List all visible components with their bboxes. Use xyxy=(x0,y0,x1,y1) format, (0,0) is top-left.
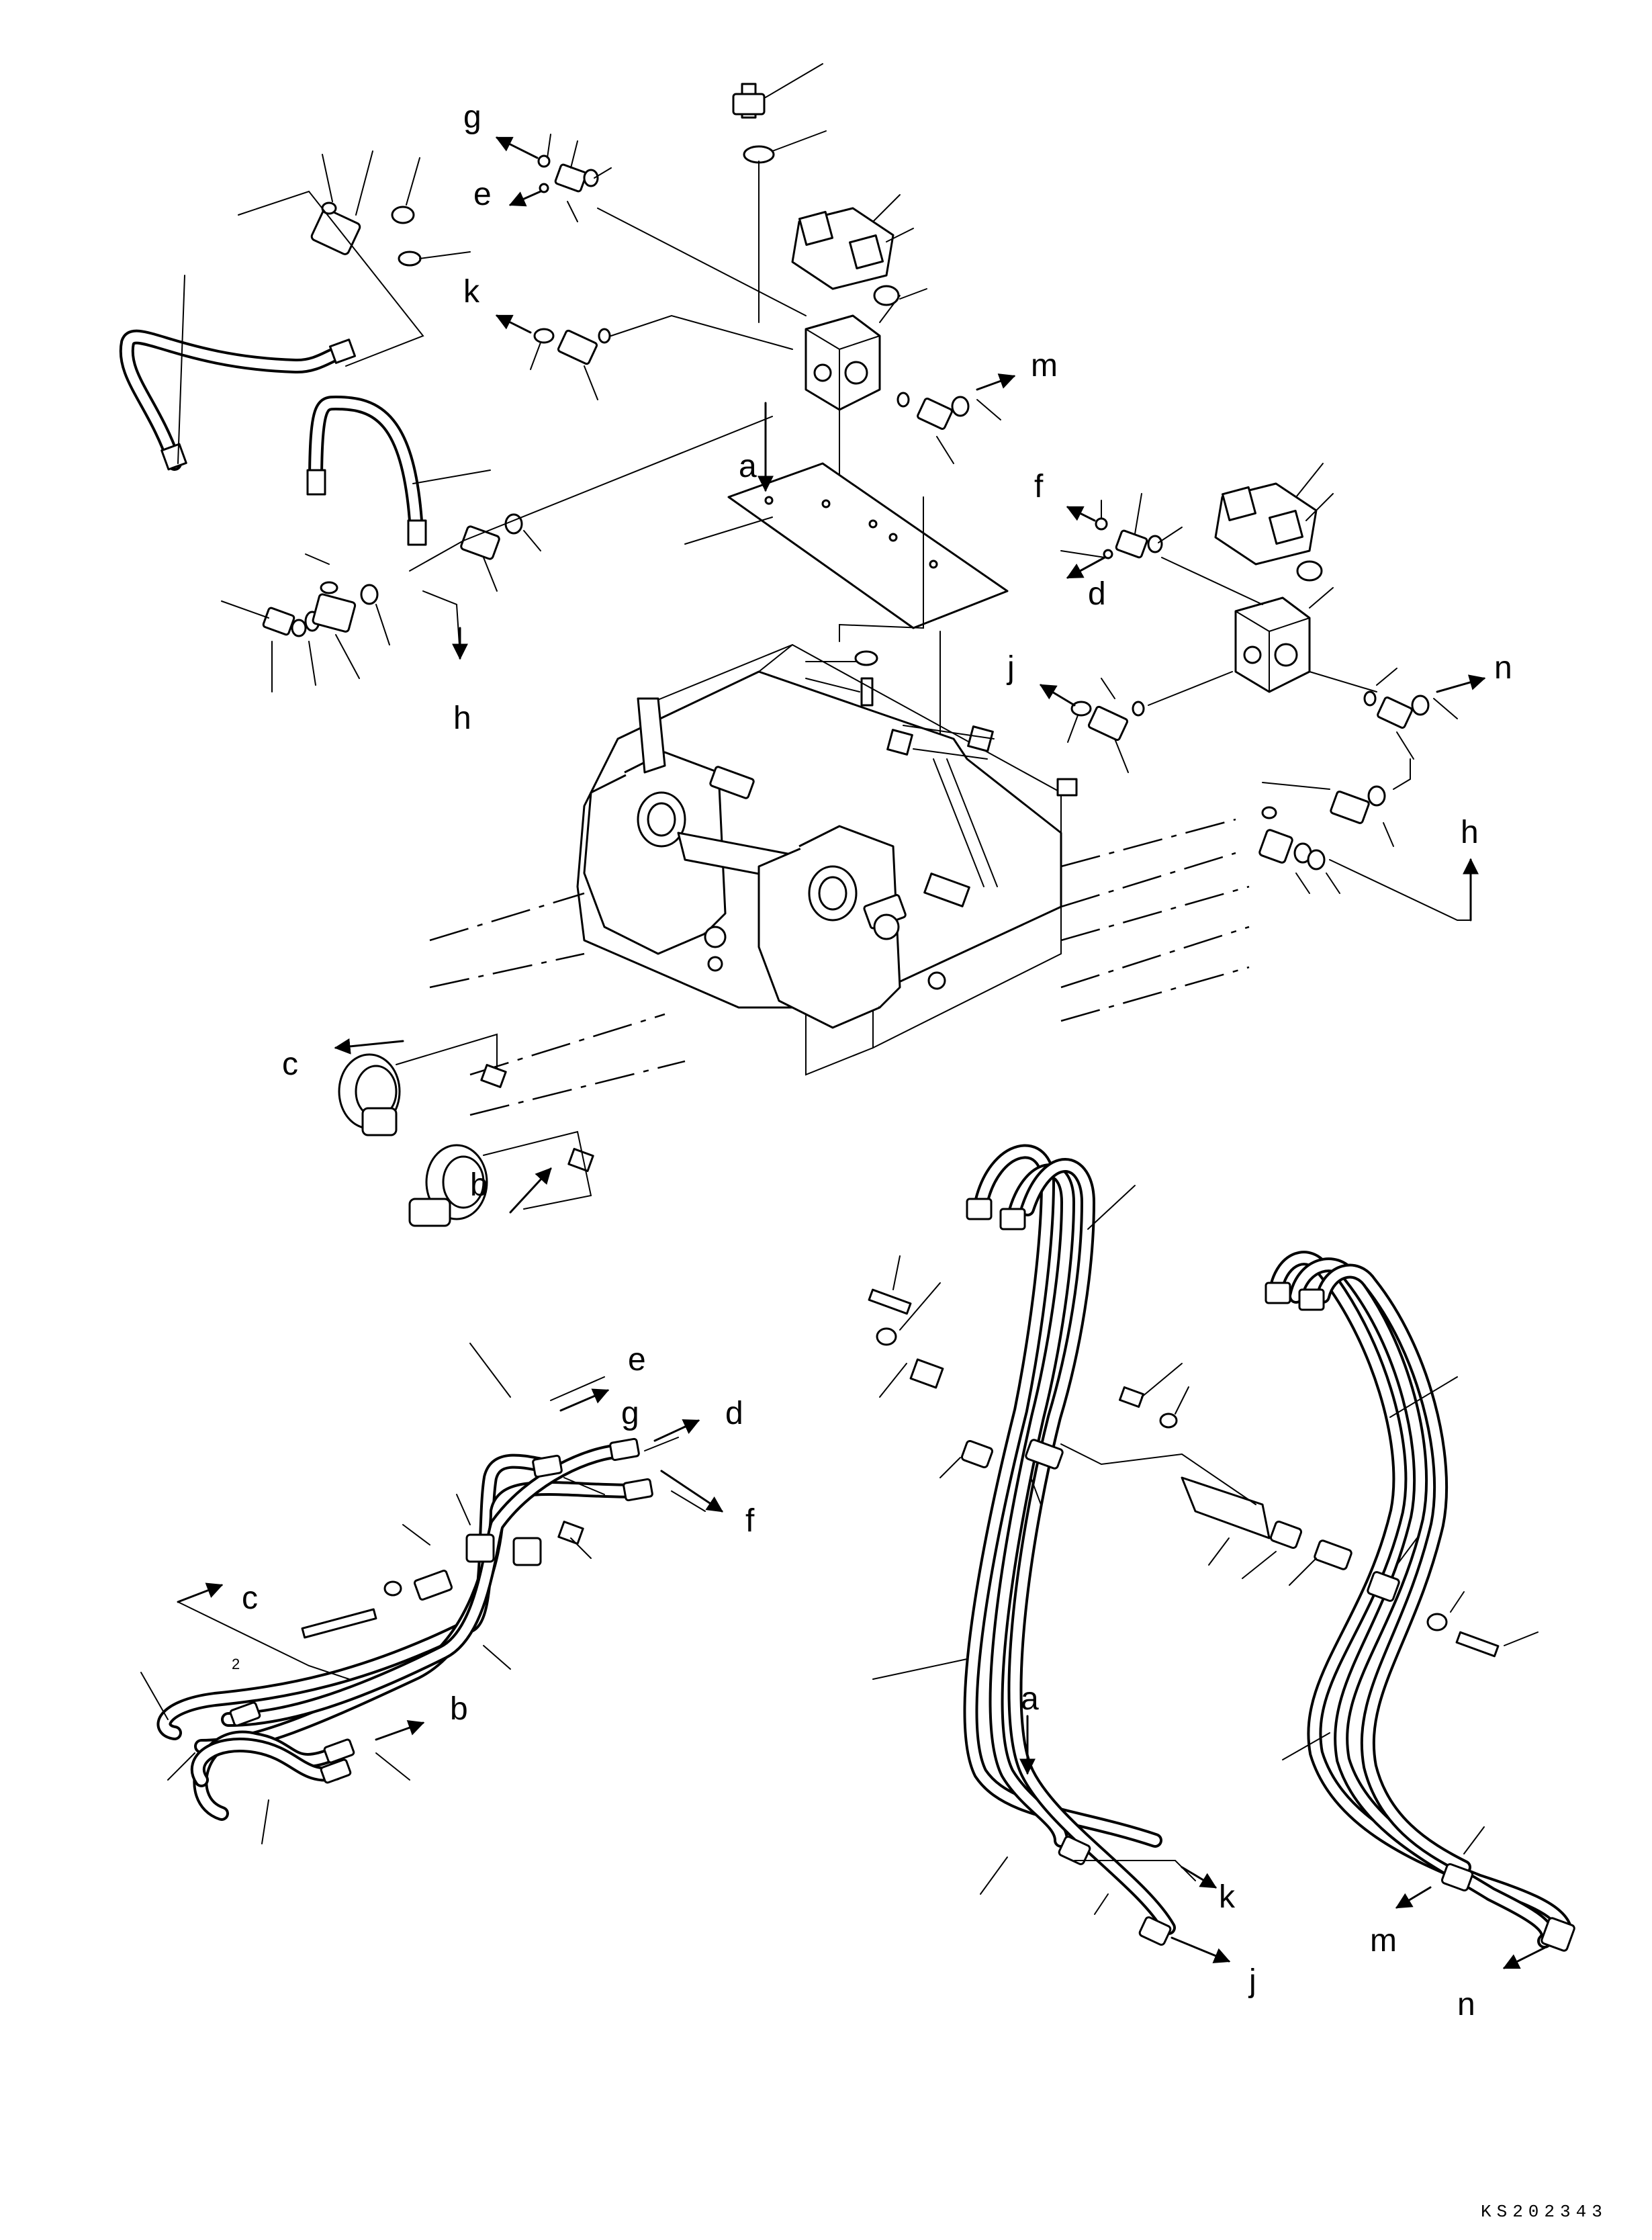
callout-k-top: k xyxy=(463,274,480,310)
callout-m-bottom: m xyxy=(1370,1923,1397,1959)
callout-j-bottom: j xyxy=(1248,1963,1256,1999)
callout-h-right: h xyxy=(1461,815,1479,850)
upper-left-hose-group xyxy=(119,134,807,692)
callout-f-bottom: f xyxy=(745,1503,755,1539)
callout-e-bottom: e xyxy=(628,1342,646,1378)
callout-b-bottom: b xyxy=(450,1691,468,1727)
callout-d-bottom: d xyxy=(725,1396,743,1431)
callout-labels: g e k m a f d h j n h c b e d g f c 2 b … xyxy=(232,99,1512,2022)
callout-c-bottom: c xyxy=(242,1580,258,1616)
callout-d-top: d xyxy=(1088,576,1106,612)
main-frame xyxy=(334,643,1250,1227)
callout-f-top: f xyxy=(1034,469,1044,504)
callout-b-mid: b xyxy=(470,1167,488,1203)
callout-h-left: h xyxy=(453,701,471,736)
upper-valve-assembly xyxy=(684,63,1016,887)
callout-e-top: e xyxy=(473,177,492,212)
callout-j-top: j xyxy=(1006,650,1015,686)
callout-n-bottom: n xyxy=(1457,1987,1475,2022)
right-valve-assembly xyxy=(1039,463,1486,922)
callout-a-bottom: a xyxy=(1021,1681,1039,1717)
callout-g-bottom: g xyxy=(621,1396,639,1431)
callout-c-mid: c xyxy=(282,1046,298,1082)
callout-g-top: g xyxy=(463,99,481,135)
drawing-code: KS202343 xyxy=(1481,2202,1608,2222)
callout-k-bottom: k xyxy=(1219,1879,1236,1915)
callout-n-top: n xyxy=(1494,650,1512,686)
callout-a-top: a xyxy=(739,449,757,484)
lower-right-hose-bundles xyxy=(868,1144,1575,1969)
callout-m-top: m xyxy=(1031,348,1058,384)
small-mark-2: 2 xyxy=(232,1656,240,1672)
lower-left-hose-bundle xyxy=(140,1343,723,1844)
